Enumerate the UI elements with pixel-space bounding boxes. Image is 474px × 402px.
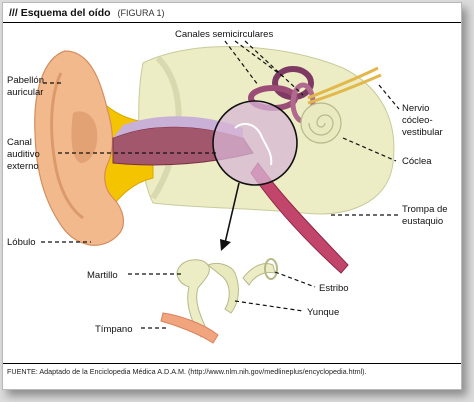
label-yunque: Yunque xyxy=(307,307,339,318)
label-martillo: Martillo xyxy=(87,270,118,281)
cochleovestibular-nerve-shape xyxy=(307,66,382,105)
figure-card: Pabellón auricular Canal auditivo extern… xyxy=(2,2,462,390)
label-nervio-line2: cócleo- xyxy=(402,115,433,126)
label-nervio-line1: Nervio xyxy=(402,103,429,114)
figure-title: /// Esquema del oído (FIGURA 1) xyxy=(9,7,164,19)
leader-canales-2 xyxy=(234,40,286,79)
leader-coclea xyxy=(342,137,397,162)
label-canal-line1: Canal xyxy=(7,137,32,148)
cochlea-shape xyxy=(300,102,342,144)
text-labels: Pabellón auricular Canal auditivo extern… xyxy=(7,29,448,335)
label-coclea: Cóclea xyxy=(402,156,432,167)
label-canal-line3: externo xyxy=(7,161,39,172)
stapes-shape xyxy=(242,258,278,286)
label-pabellon-line1: Pabellón xyxy=(7,75,44,86)
zoom-ossicles-hint xyxy=(234,122,273,166)
eardrum-shape xyxy=(160,312,219,344)
label-trompa-line2: eustaquio xyxy=(402,216,443,227)
ear-canal-lining xyxy=(113,116,243,138)
title-text: Esquema del oído xyxy=(20,7,111,19)
leader-yunque xyxy=(234,300,304,312)
ossicles-detail xyxy=(160,258,278,344)
title-prefix: /// xyxy=(9,7,18,19)
leader-estribo xyxy=(274,271,316,288)
label-nervio-line3: vestibular xyxy=(402,127,443,138)
malleus-shape xyxy=(176,259,210,338)
leader-nervio xyxy=(378,84,400,110)
footer-divider xyxy=(3,363,461,364)
label-pabellon-line2: auricular xyxy=(7,87,43,98)
eustachian-tube-shape xyxy=(250,162,349,274)
leader-canales-1 xyxy=(224,40,259,86)
label-trompa-line1: Trompa de xyxy=(402,204,448,215)
label-canal-line2: auditivo xyxy=(7,149,40,160)
figure-number: (FIGURA 1) xyxy=(117,8,165,18)
zoom-circle xyxy=(212,100,298,186)
leader-lines xyxy=(41,40,400,329)
label-timpano: Tímpano xyxy=(95,324,133,335)
ear-diagram: Pabellón auricular Canal auditivo extern… xyxy=(7,29,448,344)
label-lobulo: Lóbulo xyxy=(7,237,36,248)
zoom-arrowhead xyxy=(220,239,231,251)
label-estribo: Estribo xyxy=(319,283,349,294)
leader-canales-3 xyxy=(244,40,304,96)
ear-anatomy-illustration xyxy=(34,46,395,344)
pinna-fold xyxy=(50,72,84,220)
concha-shadow xyxy=(71,111,98,163)
label-canales-semicirculares: Canales semicirculares xyxy=(175,29,273,40)
title-divider xyxy=(3,22,461,23)
source-note: FUENTE: Adaptado de la Enciclopedia Médi… xyxy=(7,367,367,376)
incus-shape xyxy=(207,262,239,314)
zoom-arrow xyxy=(224,182,240,244)
